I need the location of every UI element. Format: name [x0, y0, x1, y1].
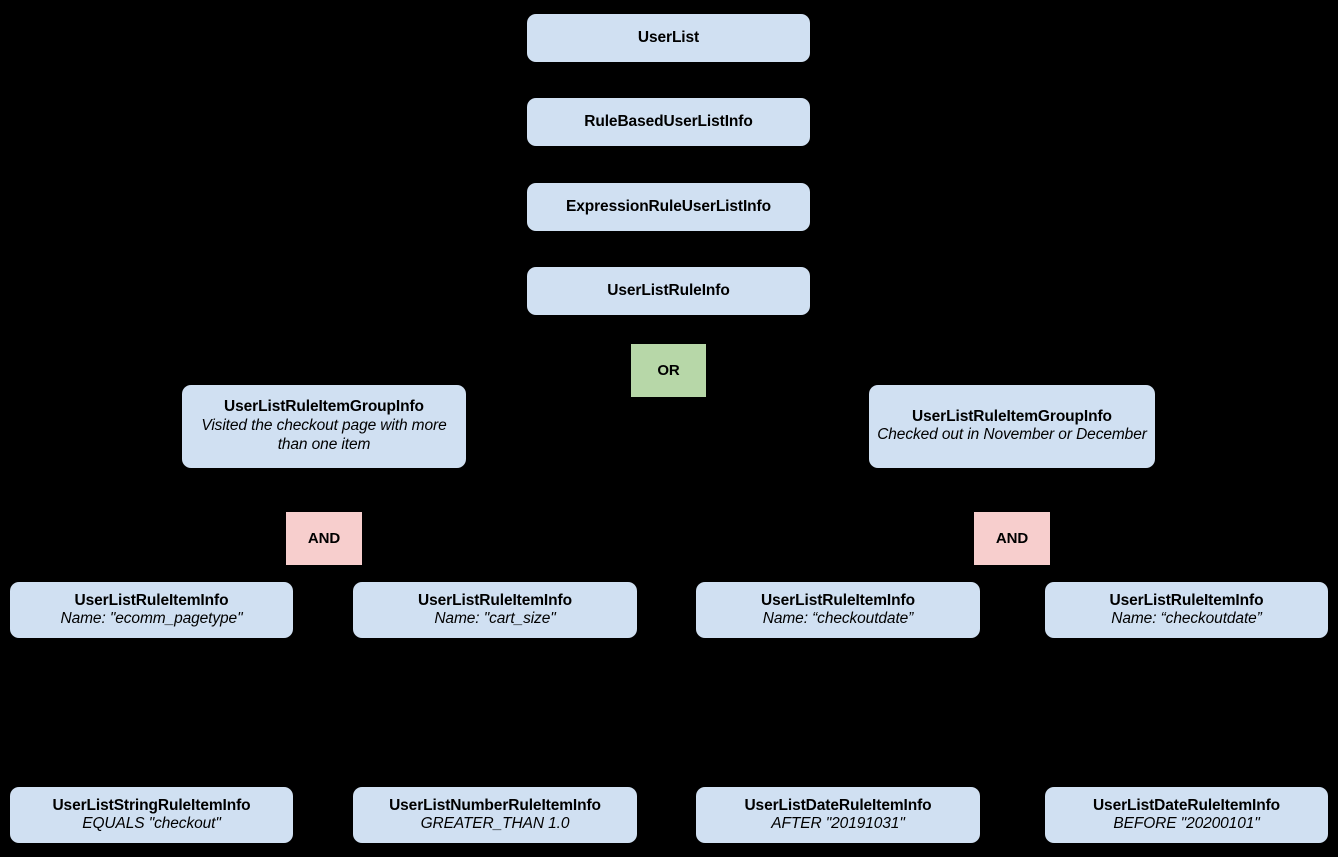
- node-string-rule-item[interactable]: UserListStringRuleItemInfo EQUALS "check…: [10, 787, 293, 843]
- node-group-left-description: Visited the checkout page with more than…: [201, 416, 447, 453]
- node-date-rule-item-after-title: UserListDateRuleItemInfo: [744, 796, 932, 814]
- node-item-checkoutdate-after-name: Name: “checkoutdate”: [762, 610, 914, 627]
- node-expression-rule-user-list-info-title: ExpressionRuleUserListInfo: [566, 197, 771, 215]
- node-group-right-description: Checked out in November or December: [877, 426, 1147, 444]
- node-group-right[interactable]: UserListRuleItemGroupInfo Checked out in…: [869, 385, 1155, 468]
- node-or-operator[interactable]: OR: [631, 344, 706, 397]
- node-item-cart-size-title: UserListRuleItemInfo: [418, 591, 572, 609]
- node-item-cart-size-name: Name: "cart_size": [434, 610, 556, 627]
- node-group-left[interactable]: UserListRuleItemGroupInfo Visited the ch…: [182, 385, 466, 468]
- node-item-checkoutdate-after-title: UserListRuleItemInfo: [761, 591, 915, 609]
- node-date-rule-item-before-title: UserListDateRuleItemInfo: [1092, 796, 1281, 814]
- node-and-left-label: AND: [307, 529, 341, 547]
- node-item-ecomm-pagetype-name: Name: "ecomm_pagetype": [60, 610, 243, 627]
- node-user-list[interactable]: UserList: [527, 14, 810, 62]
- node-group-left-title: UserListRuleItemGroupInfo: [224, 398, 424, 416]
- node-item-checkoutdate-after[interactable]: UserListRuleItemInfo Name: “checkoutdate…: [696, 582, 980, 638]
- node-date-rule-item-after-condition: AFTER "20191031": [771, 815, 905, 832]
- node-item-checkoutdate-before-name: Name: “checkoutdate”: [1111, 610, 1262, 627]
- node-group-right-title: UserListRuleItemGroupInfo: [912, 407, 1112, 425]
- node-user-list-rule-info[interactable]: UserListRuleInfo: [527, 267, 810, 315]
- node-item-checkoutdate-before-title: UserListRuleItemInfo: [1109, 591, 1264, 609]
- node-rule-based-user-list-info[interactable]: RuleBasedUserListInfo: [527, 98, 810, 146]
- node-expression-rule-user-list-info[interactable]: ExpressionRuleUserListInfo: [527, 183, 810, 231]
- node-and-right[interactable]: AND: [974, 512, 1050, 565]
- node-and-right-label: AND: [995, 529, 1029, 547]
- node-item-cart-size[interactable]: UserListRuleItemInfo Name: "cart_size": [353, 582, 637, 638]
- node-user-list-title: UserList: [637, 28, 700, 46]
- node-user-list-rule-info-title: UserListRuleInfo: [607, 281, 730, 299]
- node-rule-based-user-list-info-title: RuleBasedUserListInfo: [584, 112, 753, 130]
- node-date-rule-item-before-condition: BEFORE "20200101": [1113, 815, 1260, 832]
- node-item-ecomm-pagetype[interactable]: UserListRuleItemInfo Name: "ecomm_pagety…: [10, 582, 293, 638]
- node-item-ecomm-pagetype-title: UserListRuleItemInfo: [74, 591, 229, 609]
- node-string-rule-item-title: UserListStringRuleItemInfo: [52, 796, 251, 814]
- node-number-rule-item-title: UserListNumberRuleItemInfo: [389, 796, 601, 814]
- node-string-rule-item-condition: EQUALS "checkout": [82, 815, 221, 832]
- node-date-rule-item-after[interactable]: UserListDateRuleItemInfo AFTER "20191031…: [696, 787, 980, 843]
- node-and-left[interactable]: AND: [286, 512, 362, 565]
- node-or-operator-label: OR: [657, 361, 680, 379]
- node-number-rule-item[interactable]: UserListNumberRuleItemInfo GREATER_THAN …: [353, 787, 637, 843]
- node-item-checkoutdate-before[interactable]: UserListRuleItemInfo Name: “checkoutdate…: [1045, 582, 1328, 638]
- node-date-rule-item-before[interactable]: UserListDateRuleItemInfo BEFORE "2020010…: [1045, 787, 1328, 843]
- node-number-rule-item-condition: GREATER_THAN 1.0: [420, 815, 570, 832]
